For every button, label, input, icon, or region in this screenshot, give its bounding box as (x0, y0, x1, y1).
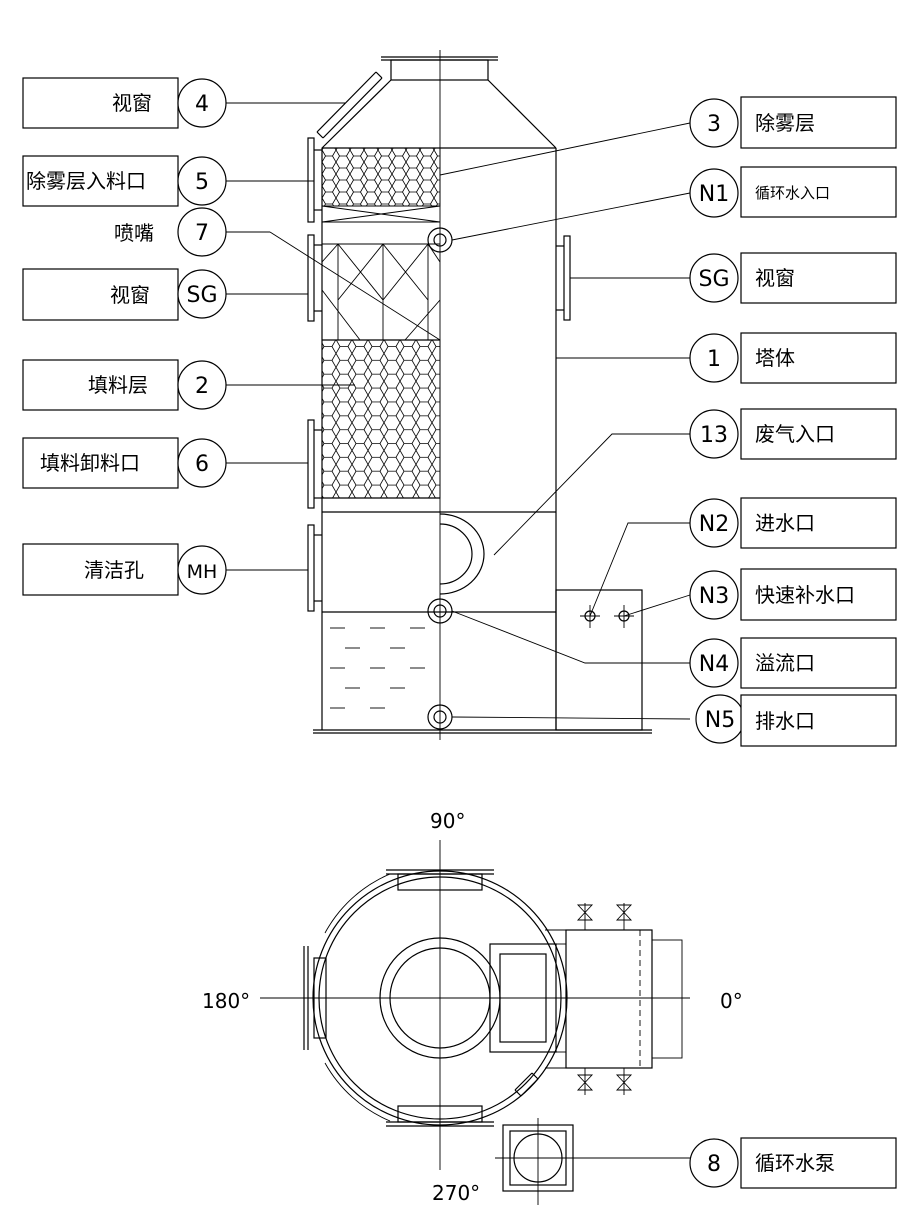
callout-sg-right-label: 视窗 (755, 266, 795, 290)
water-dashes (330, 627, 425, 709)
callout-4-number: 4 (195, 92, 209, 117)
leader-lines (224, 102, 691, 720)
tower-plan-view (260, 840, 690, 1205)
callout-8: 8 循环水泵 (689, 1137, 897, 1189)
callout-n4-label: 溢流口 (755, 651, 815, 675)
callout-13: 13 废气入口 (689, 408, 897, 460)
callout-7: 喷嘴 7 (114, 207, 227, 257)
callout-n5-label: 排水口 (755, 709, 815, 733)
callout-3-label: 除雾层 (755, 111, 815, 135)
callout-n4: N4 溢流口 (689, 637, 897, 689)
callout-2-number: 2 (195, 374, 209, 399)
callout-sg-right-number: SG (698, 267, 729, 292)
callout-n1-number: N1 (699, 182, 729, 207)
callout-3: 3 除雾层 (689, 96, 897, 149)
callout-3-number: 3 (707, 112, 721, 137)
callout-6: 填料卸料口 6 (22, 437, 227, 489)
callout-13-label: 废气入口 (755, 422, 835, 446)
callout-5: 除雾层入料口 5 (22, 155, 227, 207)
callout-1: 1 塔体 (689, 332, 897, 384)
callout-2-label: 填料层 (88, 373, 148, 397)
angle-90: 90° (430, 809, 465, 833)
callout-8-label: 循环水泵 (755, 1151, 835, 1175)
callout-5-number: 5 (195, 170, 209, 195)
callout-4-label: 视窗 (112, 91, 152, 115)
callout-n5-number: N5 (705, 708, 735, 733)
callout-n2: N2 进水口 (689, 497, 897, 549)
callout-n3-label: 快速补水口 (755, 583, 855, 607)
callout-n4-number: N4 (699, 652, 729, 677)
callout-6-number: 6 (195, 452, 209, 477)
angle-180: 180° (202, 989, 250, 1013)
callout-n1-label: 循环水入口 (755, 184, 830, 202)
callout-n2-label: 进水口 (755, 511, 815, 535)
callout-sg-left-label: 视窗 (110, 283, 150, 307)
angle-0: 0° (720, 989, 743, 1013)
callout-n3: N3 快速补水口 (689, 568, 897, 621)
callout-8-number: 8 (707, 1152, 721, 1177)
callout-sg-right: SG 视窗 (689, 252, 897, 304)
callout-n2-number: N2 (699, 512, 729, 537)
callout-sg-left: 视窗 SG (22, 268, 227, 321)
tower-elevation (269, 50, 652, 740)
callout-1-label: 塔体 (755, 346, 795, 370)
callout-mh-number: MH (187, 561, 218, 583)
callout-5-label: 除雾层入料口 (26, 169, 146, 193)
angle-270: 270° (432, 1181, 480, 1205)
callout-n1: N1 循环水入口 (689, 166, 897, 218)
callout-7-number: 7 (195, 221, 209, 246)
callout-7-label: 喷嘴 (114, 221, 154, 245)
callout-sg-left-number: SG (186, 283, 217, 308)
callout-13-number: 13 (700, 423, 728, 448)
callout-2: 填料层 2 (22, 359, 227, 411)
callout-n3-number: N3 (699, 584, 729, 609)
callout-1-number: 1 (707, 347, 721, 372)
callout-n5: N5 排水口 (695, 694, 897, 747)
callout-mh: 清洁孔 MH (22, 543, 227, 596)
callout-4: 视窗 4 (22, 77, 227, 129)
callout-mh-label: 清洁孔 (84, 558, 144, 582)
callout-6-label: 填料卸料口 (40, 451, 140, 475)
